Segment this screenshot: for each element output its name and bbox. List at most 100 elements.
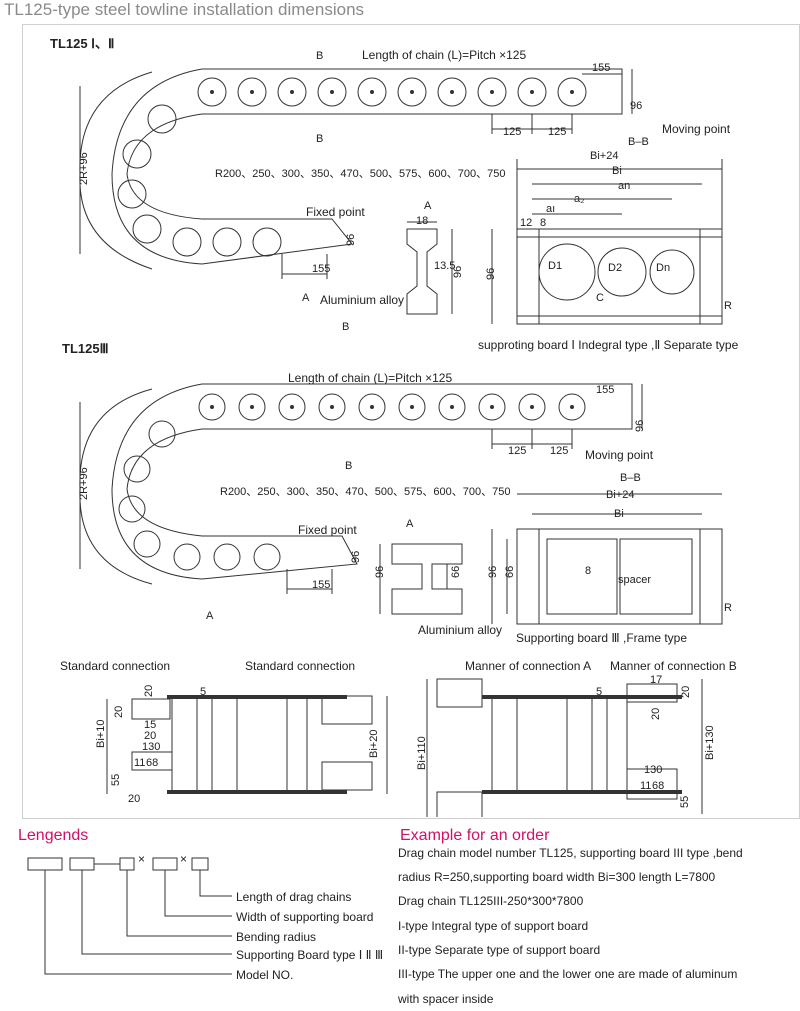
- dim-an: an: [618, 180, 631, 192]
- marker-b: B: [345, 460, 353, 472]
- fixed-point-label: Fixed point: [298, 523, 357, 537]
- aluminium-part-2: [391, 543, 463, 615]
- chain-outline-2: [111, 383, 633, 580]
- chain-links-2: [118, 393, 586, 571]
- standard-connection-label: Standard connection: [60, 659, 171, 673]
- dim-96: 96: [345, 233, 357, 246]
- connection-a: [426, 678, 617, 817]
- dim-125: 125: [550, 445, 569, 457]
- legend-x-symbol: ×: [138, 852, 146, 866]
- aluminium-label: Aluminium alloy: [320, 293, 405, 307]
- height-label: 2R+96: [78, 152, 90, 185]
- dim-96: 96: [374, 565, 386, 578]
- legend-title: Lengends: [18, 827, 89, 844]
- marker-b: B: [316, 133, 324, 145]
- dim-155: 155: [312, 263, 331, 275]
- chain-length-label: Length of chain (L)=Pitch ×125: [288, 371, 453, 385]
- section-mark: B–B: [628, 136, 649, 148]
- order-line: III-type The upper one and the lower one…: [398, 967, 738, 981]
- marker-a: A: [302, 292, 310, 304]
- legend-diagram: [27, 857, 232, 975]
- dim-17: 17: [650, 674, 663, 686]
- support-caption-2: Supporting board Ⅲ ,Frame type: [516, 631, 688, 645]
- chain-length-label: Length of chain (L)=Pitch ×125: [362, 48, 527, 62]
- standard-connection-2: [254, 695, 388, 794]
- moving-point-label: Moving point: [585, 448, 654, 462]
- manner-a-label: Manner of connection A: [465, 659, 592, 673]
- marker-a: A: [424, 200, 432, 212]
- dim-20: 20: [680, 685, 692, 698]
- dim-18: 18: [416, 215, 429, 227]
- section-bb-1: [516, 228, 723, 325]
- legend-item: Width of supporting board: [236, 910, 374, 924]
- moving-point-label: Moving point: [662, 122, 731, 136]
- dim-55: 55: [110, 773, 122, 786]
- dim-130: 130: [142, 741, 161, 753]
- dim-bi: Bi: [612, 165, 622, 177]
- order-line: Drag chain TL125III-250*300*7800: [398, 894, 584, 908]
- height-label: 2R+96: [78, 467, 90, 500]
- drawing-frame: [22, 24, 800, 819]
- dim-66: 66: [504, 565, 516, 578]
- order-line: radius R=250,supporting board width Bi=3…: [398, 870, 716, 884]
- dim-a1: aı: [546, 203, 556, 215]
- legend-item: Supporting Board type Ⅰ Ⅱ Ⅲ: [236, 948, 384, 962]
- section1-heading: TL125 Ⅰ、Ⅱ: [50, 36, 115, 51]
- dim-bi10: Bi+10: [95, 719, 107, 748]
- label-r: R: [724, 602, 732, 614]
- chain-guide-2: [79, 388, 153, 585]
- dim-15: 15: [144, 719, 157, 731]
- aluminium-part-1: [406, 228, 438, 315]
- connection-b: [602, 679, 703, 814]
- dim-155: 155: [596, 384, 615, 396]
- support-caption-1: supproting board Ⅰ Indegral type ,Ⅱ Sepa…: [478, 338, 739, 352]
- dim-bi24: Bi+24: [606, 489, 635, 501]
- dim-96: 96: [634, 419, 646, 432]
- aluminium-label: Aluminium alloy: [418, 623, 503, 637]
- label-c: C: [596, 292, 604, 304]
- order-line: II-type Separate type of support board: [398, 943, 601, 957]
- dim-11: 11: [640, 780, 652, 792]
- radius-list: R200、250、300、350、470、500、575、600、700、750: [215, 168, 506, 180]
- chain-outline-1: [111, 68, 623, 265]
- dim-125: 125: [508, 445, 527, 457]
- dim-130: 130: [644, 764, 663, 776]
- dim-125: 125: [548, 126, 567, 138]
- dim-125: 125: [503, 126, 522, 138]
- dim-20: 20: [128, 793, 141, 805]
- dim-96: 96: [630, 100, 643, 112]
- order-title: Example for an order: [400, 827, 550, 844]
- order-line: I-type Integral type of support board: [398, 919, 589, 933]
- dim-bi110: Bi+110: [416, 736, 428, 770]
- dim-5: 5: [200, 686, 207, 698]
- dim-11: 11: [134, 757, 146, 769]
- fixed-point-label: Fixed point: [306, 205, 365, 219]
- marker-a: A: [406, 518, 414, 530]
- dim-68: 68: [146, 757, 159, 769]
- standard-connection-1: [106, 695, 267, 794]
- dim-bi24: Bi+24: [590, 150, 619, 162]
- section2-heading: TL125Ⅲ: [62, 341, 109, 356]
- dim-96: 96: [350, 550, 362, 563]
- dim-8: 8: [540, 217, 547, 229]
- dim-96: 96: [452, 265, 464, 278]
- legend-item: Length of drag chains: [236, 890, 352, 904]
- dim-bi: Bi: [614, 508, 624, 520]
- dim-12: 12: [520, 217, 533, 229]
- dim-68: 68: [652, 780, 665, 792]
- section-mark: B–B: [620, 472, 641, 484]
- dim-bi20: Bi+20: [368, 729, 380, 758]
- dim-13-5: 13.5: [434, 260, 456, 272]
- marker-b: B: [316, 50, 324, 62]
- dim-96: 96: [485, 267, 497, 280]
- chain-guide-1: [79, 71, 153, 270]
- dim-a2: a₂: [574, 193, 585, 205]
- dim-20: 20: [650, 707, 662, 720]
- legend-item: Model NO.: [236, 968, 294, 982]
- dim-155: 155: [592, 62, 611, 74]
- standard-connection-label: Standard connection: [245, 659, 356, 673]
- dim-bi130: Bi+130: [704, 725, 716, 760]
- dim-20: 20: [113, 705, 125, 718]
- dim-155: 155: [312, 579, 331, 591]
- label-d2: D2: [608, 262, 623, 274]
